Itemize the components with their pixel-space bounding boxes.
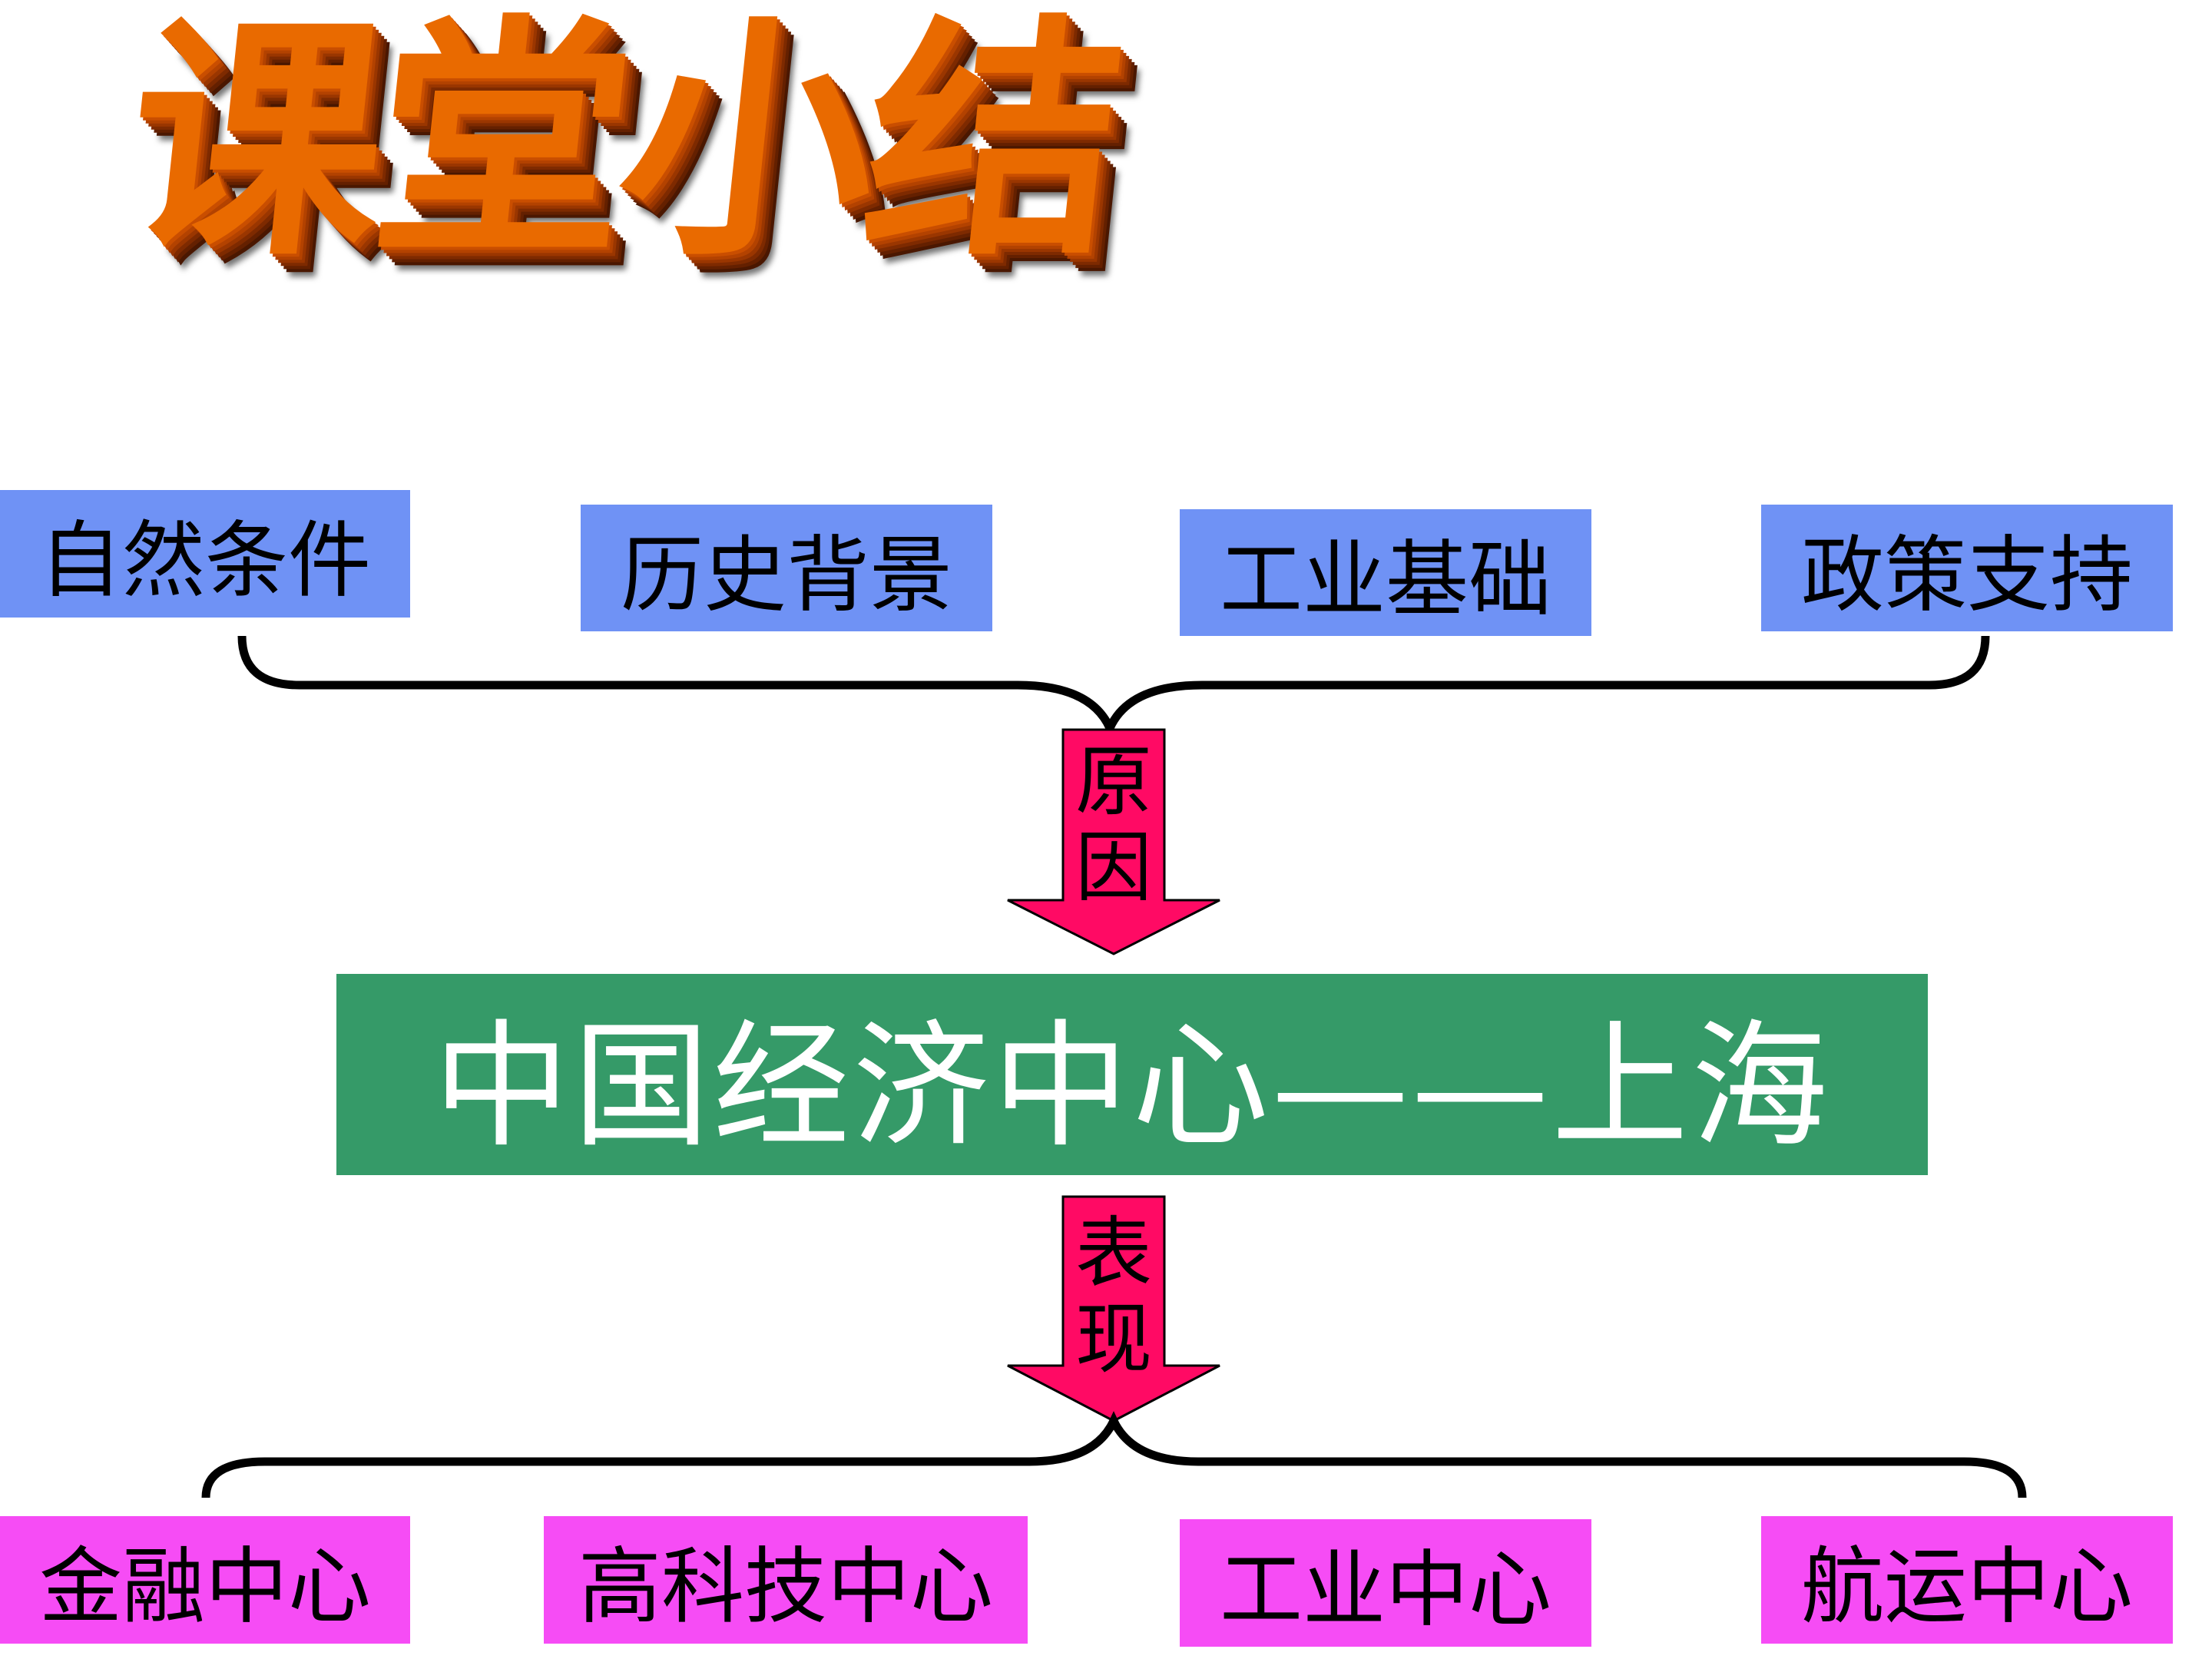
- cause-arrow-char: 因: [1075, 823, 1152, 912]
- result-box-hitech: 高科技中心: [544, 1516, 1028, 1644]
- cause-label: 工业基础: [1219, 531, 1551, 628]
- result-arrow-char: 表: [1075, 1208, 1152, 1298]
- result-box-industry: 工业中心: [1180, 1519, 1591, 1647]
- result-box-shipping: 航运中心: [1761, 1516, 2173, 1644]
- cause-box-policy: 政策支持: [1761, 505, 2173, 631]
- result-arrow-label: 表 现: [1060, 1210, 1167, 1382]
- bottom-brace: [201, 1411, 2027, 1498]
- cause-label: 政策支持: [1800, 527, 2133, 624]
- cause-arrow: [1007, 728, 1220, 955]
- result-box-finance: 金融中心: [0, 1516, 410, 1644]
- cause-box-history: 历史背景: [581, 505, 992, 631]
- result-label: 金融中心: [38, 1539, 371, 1635]
- cause-box-industry: 工业基础: [1180, 509, 1591, 636]
- result-label: 航运中心: [1800, 1539, 2133, 1635]
- cause-arrow-label: 原 因: [1060, 739, 1167, 911]
- cause-box-natural: 自然条件: [0, 490, 410, 618]
- center-label: 中国经济中心——上海: [433, 1006, 1831, 1166]
- result-label: 工业中心: [1219, 1542, 1551, 1638]
- center-box: 中国经济中心——上海: [336, 974, 1928, 1175]
- cause-arrow-char: 原: [1075, 737, 1152, 826]
- result-label: 高科技中心: [578, 1539, 993, 1635]
- cause-label: 历史背景: [620, 527, 952, 624]
- top-brace: [237, 635, 1990, 739]
- cause-label: 自然条件: [38, 513, 371, 609]
- result-arrow-char: 现: [1075, 1294, 1152, 1384]
- result-arrow: [1007, 1195, 1220, 1422]
